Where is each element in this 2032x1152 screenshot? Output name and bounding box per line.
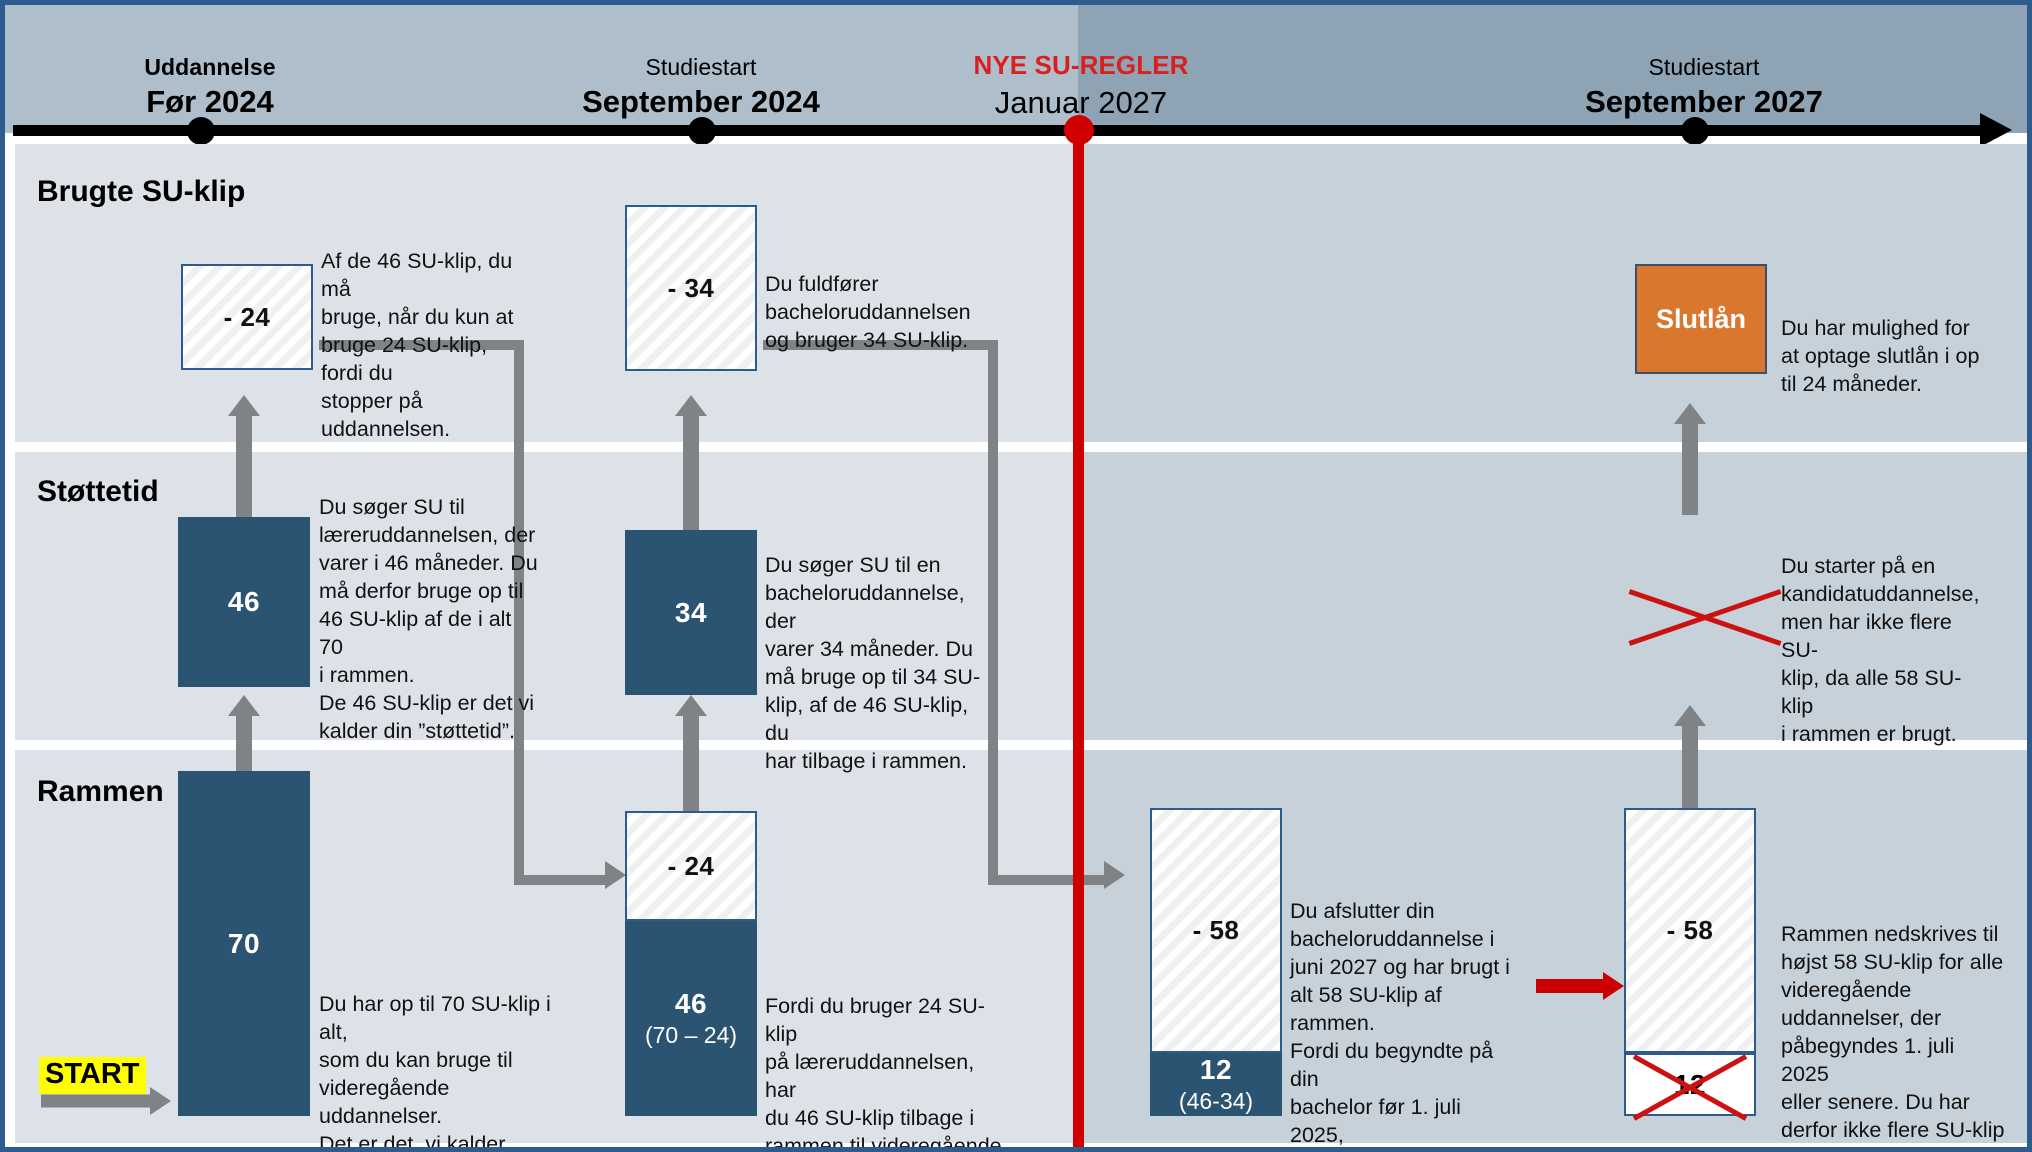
- new-rules-vertical-marker: [1073, 123, 1084, 1147]
- caption-rammen-46: Fordi du bruger 24 SU-klip på læreruddan…: [765, 994, 1002, 1152]
- caption-stoettetid-34: Du søger SU til en bacheloruddannelse, d…: [765, 553, 981, 773]
- connector-brugte34-to-rammen58: [763, 340, 1133, 893]
- start-arrow-icon: [41, 1087, 171, 1115]
- timeline-header-band-after-2027: [1078, 5, 2027, 133]
- timeline-dot-4: [1681, 117, 1709, 145]
- box-rammen-12-sub: (46-34): [1178, 1088, 1254, 1114]
- box-stoettetid-34: 34: [625, 530, 757, 695]
- arrow-stoettetid34-to-brugte34: [674, 395, 708, 530]
- milestone-3-new-rules: NYE SU-REGLER Januar 2027: [973, 50, 1189, 121]
- caption-stoettetid-none-left: Du starter på en kandidatuddannelse, men…: [1781, 554, 1980, 746]
- box-slutlaan: Slutlån: [1635, 264, 1767, 374]
- arrow-rammen46-to-stoettetid34: [674, 695, 708, 811]
- caption-rammen-last: Rammen nedskrives til højst 58 SU-klip f…: [1781, 922, 2005, 1147]
- section-title-rammen: Rammen: [37, 775, 164, 808]
- arrow-rammen58-to-stoettetid-x: [1673, 705, 1707, 808]
- connector-brugte24-to-rammen24: [319, 340, 631, 893]
- box-rammen-12-value: 12: [1199, 1054, 1233, 1085]
- timeline-dot-1: [187, 117, 215, 145]
- arrow-rammen70-to-stoettetid46: [227, 695, 261, 771]
- timeline-axis-arrow-icon: [1980, 113, 2012, 147]
- rammen-12-removed-x-icon: [1626, 1054, 1754, 1121]
- box-stoettetid-46-value: 46: [227, 586, 261, 617]
- box-rammen-minus-24-value: - 24: [667, 850, 715, 881]
- box-slutlaan-label: Slutlån: [1655, 303, 1746, 334]
- section-stoettetid-after-2027-shade: [1078, 452, 2027, 740]
- milestone-3-top: NYE SU-REGLER: [973, 50, 1189, 80]
- box-stoettetid-46: 46: [178, 517, 310, 687]
- caption-rammen-70: Du har op til 70 SU-klip i alt, som du k…: [319, 992, 551, 1152]
- arrow-stoettetid-to-slutlaan: [1673, 403, 1707, 515]
- box-rammen-minus-24: - 24: [625, 811, 757, 921]
- section-stoettetid: [15, 452, 2027, 740]
- caption-slutlaan: Du har mulighed for at optage slutlån i …: [1781, 316, 1980, 396]
- milestone-3-bottom: Januar 2027: [994, 84, 1168, 120]
- caption-rammen-12: Du afslutter din bacheloruddannelse i ju…: [1290, 899, 1510, 1147]
- box-rammen-46-value: 46: [674, 988, 708, 1019]
- timeline-dot-2: [688, 117, 716, 145]
- box-rammen-minus-58-a: - 58: [1150, 808, 1282, 1053]
- box-rammen-minus-58-b: - 58: [1624, 808, 1756, 1053]
- box-brugte-minus-24: - 24: [181, 264, 313, 370]
- milestone-2: Studiestart September 2024: [582, 54, 820, 120]
- milestone-1: Uddannelse Før 2024: [144, 54, 275, 120]
- arrow-stoettetid46-to-brugte24: [227, 395, 261, 517]
- start-label: START: [39, 1057, 146, 1094]
- box-rammen-70-value: 70: [227, 927, 261, 959]
- section-brugte-after-2027-shade: [1078, 144, 2027, 442]
- section-title-brugte-su-klip: Brugte SU-klip: [37, 175, 246, 208]
- box-stoettetid-34-value: 34: [674, 596, 708, 628]
- timeline-axis: [13, 125, 1988, 136]
- box-rammen-12: 12 (46-34): [1150, 1053, 1282, 1116]
- milestone-2-top: Studiestart: [645, 54, 757, 80]
- section-title-stoettetid: Støttetid: [37, 475, 159, 508]
- milestone-1-bottom: Før 2024: [146, 84, 274, 120]
- caption-brugte-minus-24: Af de 46 SU-klip, du må bruge, når du ku…: [321, 249, 514, 441]
- box-rammen-minus-58-b-value: - 58: [1666, 915, 1714, 945]
- box-rammen-46-sub: (70 – 24): [644, 1022, 738, 1048]
- milestone-4-top: Studiestart: [1648, 54, 1760, 80]
- milestone-4-bottom: September 2027: [1585, 84, 1823, 120]
- milestone-4: Studiestart September 2027: [1585, 54, 1823, 120]
- no-support-time-x-icon: [1625, 567, 1785, 662]
- arrow-rammen-reduction-red-icon: [1536, 971, 1624, 1001]
- milestone-1-top: Uddannelse: [144, 54, 276, 80]
- box-rammen-70: 70: [178, 771, 310, 1116]
- box-brugte-minus-34: - 34: [625, 205, 757, 371]
- caption-brugte-minus-34: Du fuldfører bacheloruddannelsen og brug…: [765, 272, 971, 352]
- milestone-2-bottom: September 2024: [582, 84, 820, 120]
- box-brugte-minus-34-value: - 34: [667, 272, 715, 303]
- caption-stoettetid-46: Du søger SU til læreruddannelsen, der va…: [319, 495, 538, 743]
- box-brugte-minus-24-value: - 24: [223, 301, 271, 332]
- box-rammen-minus-58-a-value: - 58: [1192, 915, 1240, 945]
- box-rammen-46: 46 (70 – 24): [625, 921, 757, 1116]
